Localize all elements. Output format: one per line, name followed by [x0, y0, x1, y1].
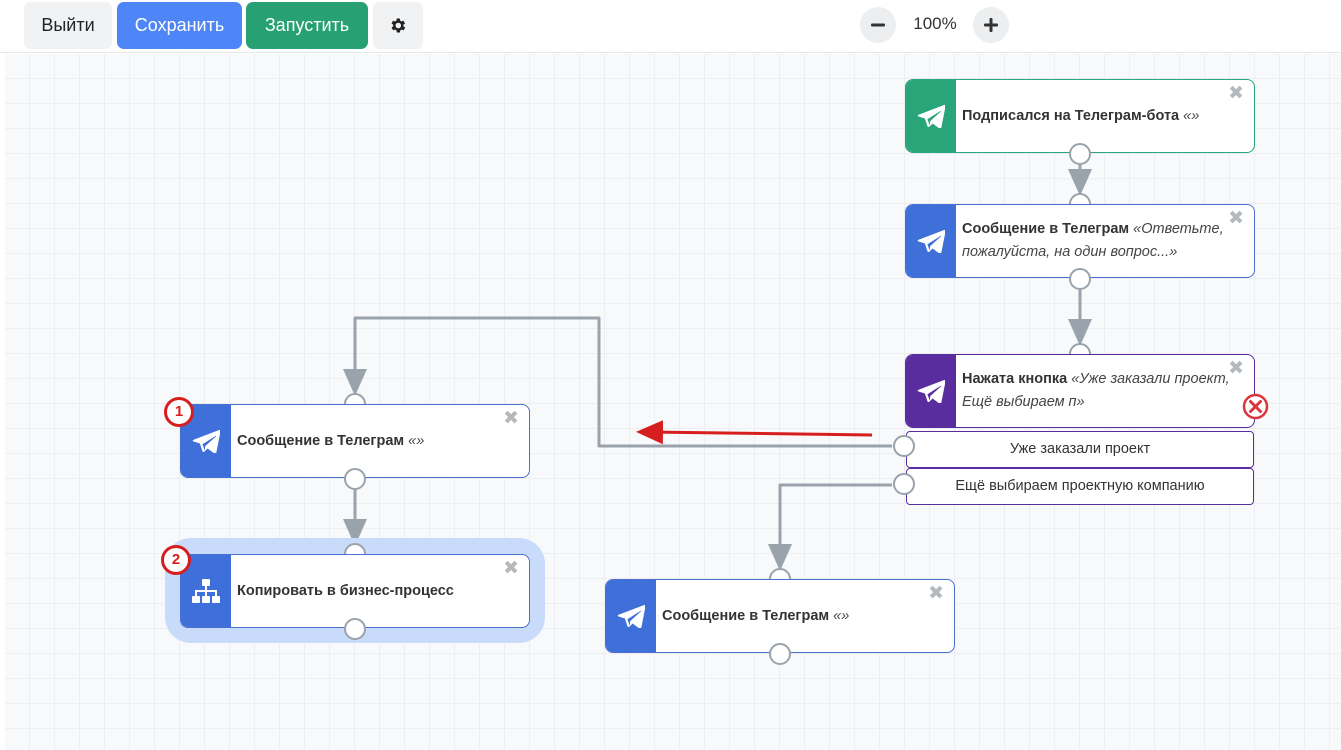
node-label: Копировать в бизнес-процесс [237, 582, 454, 599]
zoom-out-button[interactable] [860, 7, 896, 43]
node-message-question[interactable]: Сообщение в Телеграм «Ответьте, пожалуйс… [905, 204, 1255, 278]
node-message-left[interactable]: Сообщение в Телеграм «» ✖ [180, 404, 530, 478]
node-label: Сообщение в Телеграм «» [662, 607, 850, 624]
node-label: Сообщение в Телеграм «» [237, 432, 425, 449]
node-label: Нажата кнопка «Уже заказали проект, Ещё … [962, 371, 1230, 410]
node-icon-box [181, 555, 231, 627]
close-icon[interactable]: ✖ [503, 558, 519, 579]
run-button[interactable]: Запустить [246, 2, 368, 49]
node-message-bottom[interactable]: Сообщение в Телеграм «» ✖ [605, 579, 955, 653]
option-1-port[interactable] [893, 435, 915, 457]
node-icon-box [906, 205, 956, 277]
sitemap-icon [192, 579, 220, 603]
output-port[interactable] [1069, 268, 1091, 290]
node-label: Подписался на Телеграм-бота «» [962, 107, 1200, 124]
annotation-badge-1: 1 [164, 397, 194, 427]
wire-option2-to-bottom-message [768, 483, 892, 571]
node-copy-process[interactable]: Копировать в бизнес-процесс ✖ [180, 554, 530, 628]
option-2-port[interactable] [893, 473, 915, 495]
node-label: Сообщение в Телеграм «Ответьте, пожалуйс… [962, 221, 1224, 260]
output-port[interactable] [344, 618, 366, 640]
node-button-pressed[interactable]: Нажата кнопка «Уже заказали проект, Ещё … [905, 354, 1255, 428]
close-icon[interactable]: ✖ [503, 408, 519, 429]
node-icon-box [906, 80, 956, 152]
gear-icon [391, 18, 406, 33]
button-option-2[interactable]: Ещё выбираем проектную компанию [906, 468, 1254, 505]
wire-option1-to-left-message [343, 316, 892, 448]
delete-error-icon[interactable] [1242, 393, 1269, 420]
close-icon[interactable]: ✖ [928, 583, 944, 604]
telegram-icon [917, 379, 945, 403]
node-icon-box [606, 580, 656, 652]
telegram-icon [192, 429, 220, 453]
telegram-icon [917, 104, 945, 128]
annotation-badge-2: 2 [161, 545, 191, 575]
button-option-1[interactable]: Уже заказали проект [906, 431, 1254, 468]
close-icon[interactable]: ✖ [1228, 83, 1244, 104]
minus-icon [871, 23, 885, 27]
settings-button[interactable] [373, 2, 423, 49]
zoom-level: 100% [913, 14, 957, 33]
node-icon-box [906, 355, 956, 427]
toolbar: Выйти Сохранить Запустить 100% [0, 0, 1341, 53]
telegram-icon [617, 604, 645, 628]
close-icon[interactable]: ✖ [1228, 358, 1244, 379]
exit-button[interactable]: Выйти [24, 2, 112, 49]
save-button[interactable]: Сохранить [117, 2, 242, 49]
output-port[interactable] [1069, 143, 1091, 165]
zoom-in-button[interactable] [973, 7, 1009, 43]
telegram-icon [917, 229, 945, 253]
node-trigger-subscribed[interactable]: Подписался на Телеграм-бота «» ✖ [905, 79, 1255, 153]
close-icon[interactable]: ✖ [1228, 208, 1244, 229]
plus-icon [984, 18, 998, 32]
output-port[interactable] [769, 643, 791, 665]
annotation-arrow [636, 420, 873, 445]
output-port[interactable] [344, 468, 366, 490]
